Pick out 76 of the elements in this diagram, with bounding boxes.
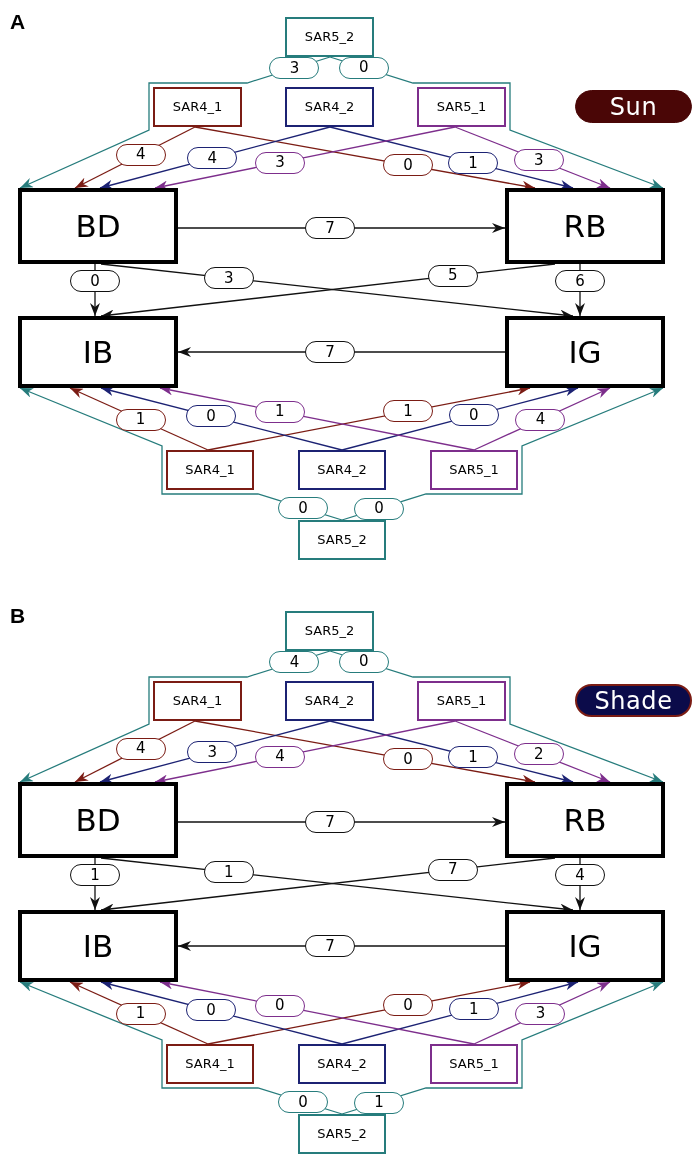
tissue-box: IB bbox=[18, 910, 178, 982]
edge-label: 0 bbox=[254, 994, 305, 1017]
edge-label: 1 bbox=[448, 151, 498, 174]
gene-box: SAR4_1 bbox=[166, 1044, 254, 1084]
gene-box: SAR5_1 bbox=[417, 87, 506, 127]
gene-box: SAR5_1 bbox=[430, 1044, 518, 1084]
edge-label: 0 bbox=[448, 404, 499, 427]
gene-box: SAR5_1 bbox=[430, 450, 518, 490]
edge-label: 0 bbox=[278, 1090, 329, 1113]
gene-box: SAR5_2 bbox=[285, 17, 374, 57]
edge-label: 4 bbox=[555, 864, 605, 886]
edge-label: 0 bbox=[70, 270, 120, 292]
panel-letter: B bbox=[10, 603, 26, 629]
edge-label: 7 bbox=[305, 217, 355, 239]
tissue-box: RB bbox=[505, 188, 665, 264]
gene-box: SAR5_1 bbox=[417, 681, 506, 721]
gene-box: SAR4_1 bbox=[166, 450, 254, 490]
gene-box: SAR5_2 bbox=[285, 611, 374, 651]
edge-label: 7 bbox=[305, 811, 355, 833]
gene-box: SAR4_2 bbox=[298, 1044, 386, 1084]
edge-label: 0 bbox=[383, 748, 434, 771]
edge-label: 0 bbox=[354, 497, 405, 520]
edge-label: 1 bbox=[70, 864, 120, 886]
edge-label: 4 bbox=[187, 147, 238, 170]
gene-box: SAR5_2 bbox=[298, 1114, 386, 1154]
edge-label: 1 bbox=[448, 745, 498, 768]
edge-label: 1 bbox=[383, 400, 434, 423]
edge-label: 1 bbox=[448, 998, 499, 1021]
edge-label: 1 bbox=[115, 408, 166, 431]
edge-label: 0 bbox=[383, 994, 434, 1017]
edge-label: 3 bbox=[187, 741, 238, 764]
edge-label: 3 bbox=[269, 57, 320, 80]
edge-label: 0 bbox=[278, 496, 329, 519]
edge-label: 3 bbox=[255, 151, 306, 174]
edge-label: 3 bbox=[203, 267, 254, 290]
tissue-box: RB bbox=[505, 782, 665, 858]
tissue-box: BD bbox=[18, 188, 178, 264]
edge-label: 3 bbox=[513, 149, 564, 171]
condition-badge: Shade bbox=[575, 684, 692, 717]
gene-box: SAR4_2 bbox=[285, 681, 374, 721]
gene-box: SAR4_1 bbox=[153, 681, 242, 721]
panel-letter: A bbox=[10, 9, 26, 35]
edge-label: 3 bbox=[515, 1002, 566, 1025]
edge-label: 4 bbox=[269, 651, 320, 674]
edge-label: 4 bbox=[115, 737, 166, 760]
condition-badge: Sun bbox=[575, 90, 692, 123]
edge-label: 7 bbox=[305, 935, 355, 957]
edge-label: 0 bbox=[185, 405, 236, 428]
edge-label: 2 bbox=[513, 743, 564, 765]
arrow bbox=[329, 56, 664, 189]
edge-label: 7 bbox=[427, 858, 478, 881]
gene-box: SAR4_1 bbox=[153, 87, 242, 127]
tissue-box: IG bbox=[505, 910, 665, 982]
gene-box: SAR4_2 bbox=[285, 87, 374, 127]
edge-label: 4 bbox=[515, 408, 566, 431]
tissue-box: IG bbox=[505, 316, 665, 388]
edge-label: 4 bbox=[255, 745, 306, 768]
edge-label: 1 bbox=[115, 1002, 166, 1025]
tissue-box: BD bbox=[18, 782, 178, 858]
gene-box: SAR5_2 bbox=[298, 520, 386, 560]
tissue-box: IB bbox=[18, 316, 178, 388]
edge-label: 1 bbox=[254, 400, 305, 423]
edge-label: 0 bbox=[338, 650, 389, 673]
edge-label: 0 bbox=[338, 56, 389, 79]
arrow bbox=[19, 650, 331, 783]
edge-label: 6 bbox=[555, 270, 605, 292]
edge-label: 5 bbox=[427, 264, 478, 287]
edge-label: 1 bbox=[354, 1091, 405, 1114]
edge-label: 4 bbox=[115, 143, 166, 166]
edge-label: 0 bbox=[185, 999, 236, 1022]
edge-label: 0 bbox=[383, 154, 434, 177]
edge-label: 7 bbox=[305, 341, 355, 363]
edge-label: 1 bbox=[203, 861, 254, 884]
gene-box: SAR4_2 bbox=[298, 450, 386, 490]
arrow bbox=[19, 56, 331, 189]
arrow bbox=[329, 650, 664, 783]
